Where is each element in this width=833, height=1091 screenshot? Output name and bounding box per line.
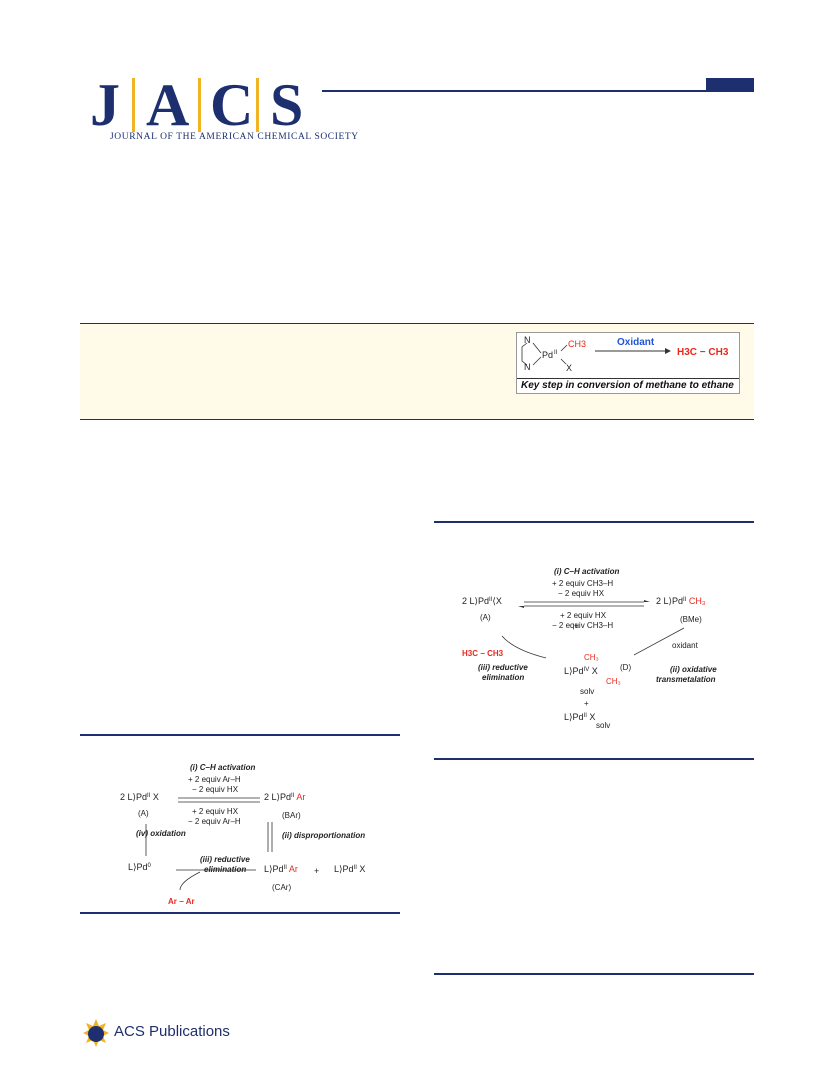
publisher-name: ACS Publications xyxy=(114,1023,230,1040)
forward-reagent-2: − 2 equiv HX xyxy=(558,589,605,598)
forward-reagent-2: − 2 equiv HX xyxy=(192,785,239,794)
bond xyxy=(560,358,567,365)
ligand-n-top: N xyxy=(524,335,531,345)
step-iv-label: (iv) oxidation xyxy=(136,829,186,838)
step-ii-label-b: transmetalation xyxy=(656,675,716,684)
label-a: (A) xyxy=(480,613,491,622)
arrow-head xyxy=(644,600,650,602)
step-ii-label: (ii) oxidative xyxy=(670,665,717,674)
label-a: (A) xyxy=(138,809,149,818)
toc-graphic: N N Pd II CH3 X Oxidant H3C − CH3 Key st… xyxy=(516,332,740,394)
ligand-n-bottom: N xyxy=(524,362,531,372)
charge-plus: + xyxy=(574,621,579,630)
complex-a-formula: 2 L⟩PdII⟨X xyxy=(462,596,502,606)
pd-atom: Pd xyxy=(542,350,553,360)
reverse-reagent-2: − 2 equiv Ar–H xyxy=(188,817,241,826)
logo-divider xyxy=(256,78,259,132)
pd-ii-x2-complex: L⟩PdII X xyxy=(334,864,365,874)
label-d: (D) xyxy=(620,663,631,672)
reductive-elimination-arrow xyxy=(501,635,547,659)
plus-sign: + xyxy=(584,699,589,708)
logo-letter-a: A xyxy=(146,72,190,138)
arrow-head xyxy=(518,606,524,608)
complex-bar-formula: 2 L⟩PdII Ar xyxy=(264,792,305,802)
scheme-rule-bottom xyxy=(434,758,754,760)
solv-label: solv xyxy=(580,687,594,696)
step-iii-label-b: elimination xyxy=(204,865,246,874)
biaryl-product: Ar − Ar xyxy=(168,897,195,906)
bond xyxy=(532,342,542,354)
complex-car-formula: L⟩PdII Ar xyxy=(264,864,298,874)
acs-publications-logo: ACS Publications xyxy=(82,1018,230,1050)
solv-label-2: solv xyxy=(596,721,610,730)
oxidant-arrow xyxy=(633,627,685,656)
ethane-product: H3C − CH3 xyxy=(462,649,504,658)
plus-sign: + xyxy=(314,866,319,876)
bond xyxy=(560,344,568,352)
ethane-product: H3C − CH3 xyxy=(677,347,729,358)
step-i-label: (i) C–H activation xyxy=(190,763,255,772)
d-methyl-top: CH₃ xyxy=(584,653,599,662)
reverse-reagent-1: + 2 equiv HX xyxy=(192,807,239,816)
label-bme: (BMe) xyxy=(680,615,702,624)
logo-letter-s: S xyxy=(270,72,304,138)
pd-oxidation: II xyxy=(554,350,558,356)
header-tab xyxy=(706,78,754,91)
scheme-rule-bottom xyxy=(80,912,400,914)
reverse-reagent-1: + 2 equiv HX xyxy=(560,611,607,620)
logo-letter-j: J xyxy=(90,72,120,138)
product-release-arrow xyxy=(179,871,201,891)
pd-ii-solv-complex: L⟩PdII X xyxy=(564,712,595,722)
complex-a-formula: 2 L⟩PdII X xyxy=(120,792,159,802)
reverse-reagent-2: − 2 equiv CH3–H xyxy=(552,621,613,630)
label-car: (CAr) xyxy=(272,883,291,892)
methyl-group: CH3 xyxy=(568,339,586,349)
scheme-rule-top xyxy=(80,734,400,736)
jacs-logo: J A C S JOURNAL OF THE AMERICAN CHEMICAL… xyxy=(82,72,358,142)
toc-caption: Key step in conversion of methane to eth… xyxy=(517,378,739,393)
x-ligand: X xyxy=(566,363,572,373)
bond xyxy=(532,356,542,366)
oxidant-text: oxidant xyxy=(672,641,699,650)
scheme-methane: (i) C–H activation + 2 equiv CH3–H − 2 e… xyxy=(462,567,717,730)
complex-d-formula: L⟩PdIV X xyxy=(564,666,598,676)
scheme-rule-top xyxy=(434,521,754,523)
abstract-band: N N Pd II CH3 X Oxidant H3C − CH3 Key st… xyxy=(80,323,754,420)
label-bar: (BAr) xyxy=(282,811,301,820)
step-ii-label: (ii) disproportionation xyxy=(282,831,365,840)
header-rule xyxy=(322,90,754,92)
step-iii-label: (iii) reductive xyxy=(478,663,528,672)
forward-reagent-1: + 2 equiv CH3–H xyxy=(552,579,613,588)
logo-divider xyxy=(198,78,201,132)
forward-reagent-1: + 2 equiv Ar–H xyxy=(188,775,241,784)
oxidant-label: Oxidant xyxy=(617,337,655,348)
scheme-aryl: (i) C–H activation + 2 equiv Ar–H − 2 eq… xyxy=(120,763,365,906)
acs-seal-icon xyxy=(83,1019,109,1047)
arrow-head xyxy=(665,348,671,354)
logo-divider xyxy=(132,78,135,132)
toc-scheme: N N Pd II CH3 X Oxidant H3C − CH3 xyxy=(521,335,729,373)
pd0-complex: L⟩Pd0 xyxy=(128,862,152,872)
step-i-label: (i) C–H activation xyxy=(554,567,619,576)
journal-subtitle: JOURNAL OF THE AMERICAN CHEMICAL SOCIETY xyxy=(110,132,359,142)
step-iii-label-b: elimination xyxy=(482,673,524,682)
ligand-bracket xyxy=(521,342,528,366)
column-rule xyxy=(434,973,754,975)
step-iii-label: (iii) reductive xyxy=(200,855,250,864)
d-methyl-bottom: CH₃ xyxy=(606,677,621,686)
logo-letter-c: C xyxy=(210,72,254,138)
complex-bme-formula: 2 L⟩PdII CH₃ xyxy=(656,596,706,606)
